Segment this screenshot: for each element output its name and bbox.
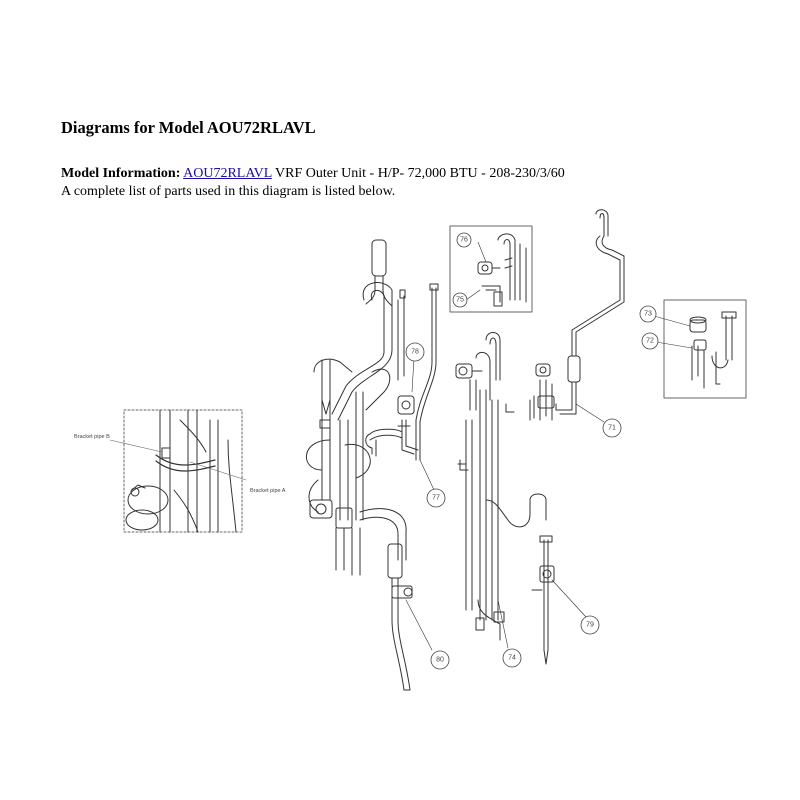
detail-inset-75-76	[449, 225, 533, 313]
pipe-group-71	[529, 209, 625, 421]
callout-74: 74	[508, 655, 516, 662]
model-link[interactable]: AOU72RLAVL	[183, 166, 272, 181]
bracket-detail-inset	[123, 409, 243, 533]
detail-inset-72-73	[663, 299, 747, 399]
label-bracket-pipe-b: Bracket pipe B	[74, 434, 110, 440]
callout-72: 72	[646, 338, 654, 345]
callout-79: 79	[586, 622, 594, 629]
callout-80: 80	[436, 657, 444, 664]
model-description: VRF Outer Unit - H/P- 72,000 BTU - 208-2…	[275, 166, 565, 181]
callout-75: 75	[456, 297, 464, 304]
model-info-line: Model Information: AOU72RLAVL VRF Outer …	[61, 165, 565, 183]
callout-77: 77	[432, 495, 440, 502]
pipe-group-74	[455, 332, 547, 641]
pipe-group-77-78	[365, 283, 439, 461]
pipe-group-80	[306, 239, 413, 691]
page-title: Diagrams for Model AOU72RLAVL	[61, 118, 316, 137]
model-info-label: Model Information:	[61, 166, 181, 181]
callout-73: 73	[644, 311, 652, 318]
label-bracket-pipe-a: Bracket pipe A	[250, 488, 286, 494]
callout-78: 78	[411, 349, 419, 356]
callout-71: 71	[608, 425, 616, 432]
parts-note: A complete list of parts used in this di…	[61, 184, 396, 199]
callout-76: 76	[460, 237, 468, 244]
pipe-group-79	[531, 535, 555, 665]
model-info: Model Information: AOU72RLAVL VRF Outer …	[61, 165, 565, 201]
